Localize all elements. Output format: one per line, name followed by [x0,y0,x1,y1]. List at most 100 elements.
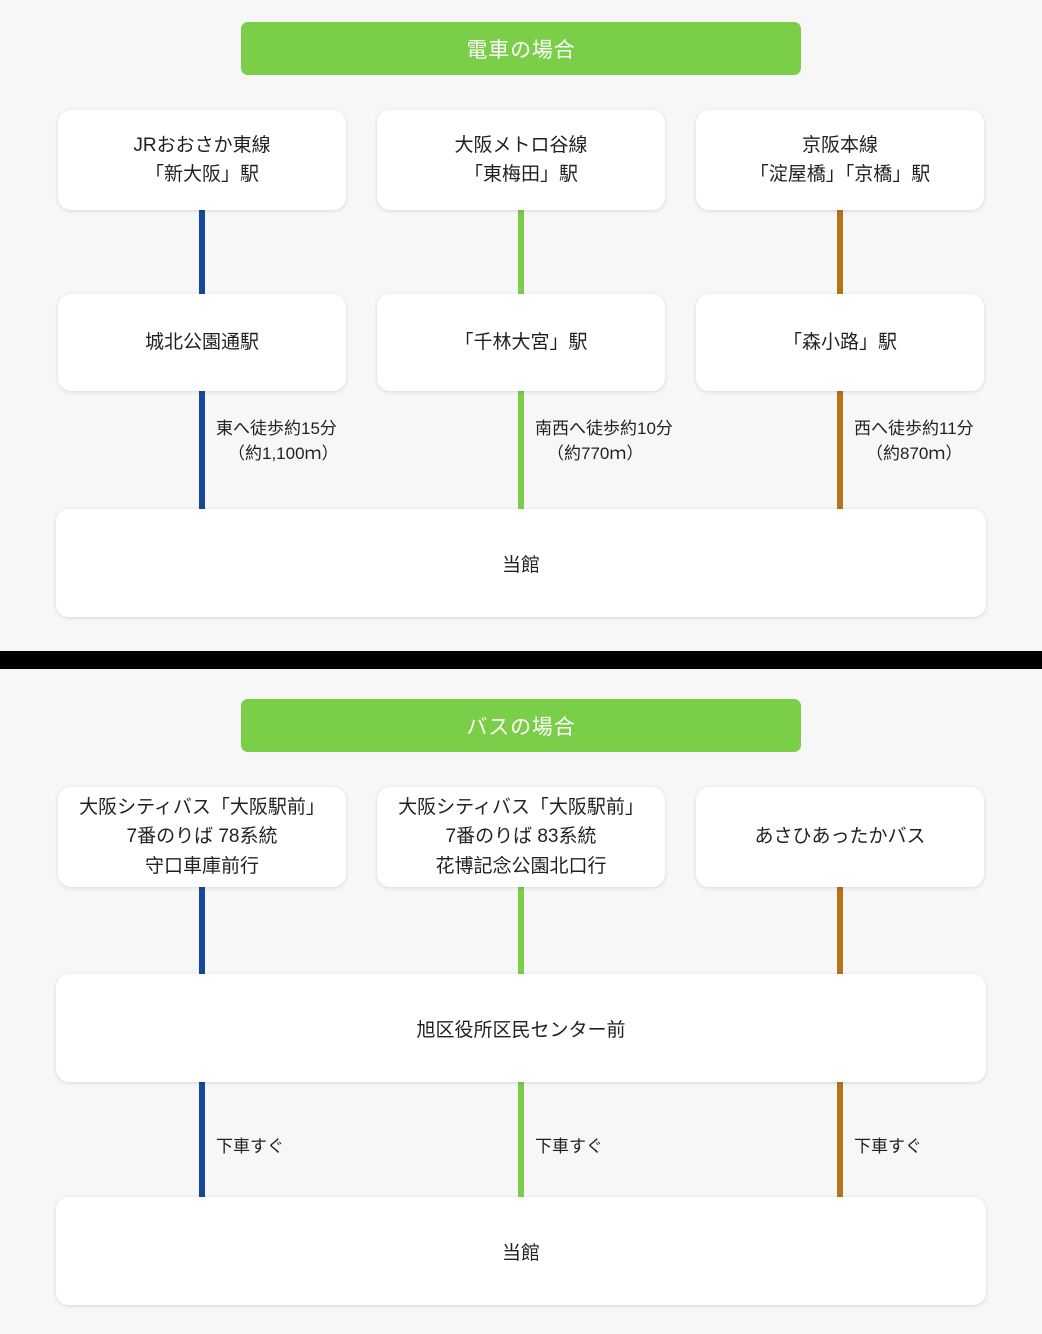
train-origin-card-2[interactable]: 大阪メトロ谷線 「東梅田」駅 [377,110,665,210]
bus-origin-card-3[interactable]: あさひあったかバス [696,787,984,887]
train-connector-col-3 [696,206,984,298]
bus-walk-col-3: 下車すぐ [696,1078,984,1203]
train-transfer-2-label: 「千林大宮」駅 [454,331,588,353]
train-connector-col-2 [377,206,665,298]
train-walk-note-2-duration: 南西へ徒歩約10分 [535,419,673,438]
train-origin-2-line-2: 「東梅田」駅 [463,164,578,185]
bus-origin-2-line-1: 大阪シティバス「大阪駅前」 [398,796,644,818]
train-section-banner: 電車の場合 [241,22,801,75]
bus-rail-3a [837,883,843,978]
train-origin-1-line-1: JRおおさか東線 [133,134,271,156]
bus-rail-1b [199,1078,205,1203]
train-section: 電車の場合 JRおおさか東線 「新大阪」駅 大阪メトロ谷線 「東梅田」駅 京阪本… [0,0,1042,651]
bus-column-2: 大阪シティバス「大阪駅前」 7番のりば 83系統 花博記念公園北口行 [377,787,665,887]
train-column-1: JRおおさか東線 「新大阪」駅 [58,110,346,210]
bus-rail-3b [837,1078,843,1203]
train-connector-row-1 [0,206,1042,298]
bus-walk-col-2: 下車すぐ [377,1078,665,1203]
train-connector-col-1 [58,206,346,298]
train-transfer-card-2[interactable]: 「千林大宮」駅 [377,294,665,391]
bus-destination-card[interactable]: 当館 [56,1197,986,1305]
train-walk-gap-1: 東へ徒歩約15分 （約1,100ｍ） [58,387,346,515]
train-connector-gap-1 [58,206,346,298]
bus-walk-gap-1: 下車すぐ [58,1078,346,1203]
train-transfer-col-1: 城北公園通駅 [58,294,346,391]
bus-connector-gap-1 [58,883,346,978]
bus-origin-1-line-3: 守口車庫前行 [144,855,259,877]
train-origin-3-line-1: 京阪本線 [801,134,878,156]
bus-walk-note-3: 下車すぐ [854,1137,922,1156]
train-connector-gap-3 [696,206,984,298]
bus-origin-card-1[interactable]: 大阪シティバス「大阪駅前」 7番のりば 78系統 守口車庫前行 [58,787,346,887]
bus-column-3: あさひあったかバス [696,787,984,887]
bus-walk-gap-2: 下車すぐ [377,1078,665,1203]
bus-walk-note-1: 下車すぐ [216,1137,284,1156]
bus-origin-2-line-2: 7番のりば 83系統 [445,826,597,848]
bus-origin-1-line-1: 大阪シティバス「大阪駅前」 [79,796,325,818]
train-transfer-card-1[interactable]: 城北公園通駅 [58,294,346,391]
train-transfer-1-label: 城北公園通駅 [144,331,259,353]
section-divider [0,651,1042,669]
train-walk-col-1: 東へ徒歩約15分 （約1,100ｍ） [58,387,346,515]
bus-connector-col-3 [696,883,984,978]
bus-column-1: 大阪シティバス「大阪駅前」 7番のりば 78系統 守口車庫前行 [58,787,346,887]
train-walk-row: 東へ徒歩約15分 （約1,100ｍ） 南西へ徒歩約10分 （約770ｍ） [0,387,1042,515]
bus-rail-2b [518,1078,524,1203]
train-walk-note-1-duration: 東へ徒歩約15分 [216,419,337,438]
bus-origin-1-line-2: 7番のりば 78系統 [126,826,278,848]
train-walk-note-3: 西へ徒歩約11分 （約870ｍ） [854,417,974,466]
train-transfer-col-3: 「森小路」駅 [696,294,984,391]
bus-rail-1a [199,883,205,978]
train-rail-2a [518,206,524,298]
bus-origin-3-line-1: あさひあったかバス [754,826,926,848]
train-walk-col-3: 西へ徒歩約11分 （約870ｍ） [696,387,984,515]
bus-destination-label: 当館 [501,1242,540,1264]
train-transfer-col-2: 「千林大宮」駅 [377,294,665,391]
train-banner-row: 電車の場合 [0,22,1042,75]
train-transfer-card-3[interactable]: 「森小路」駅 [696,294,984,391]
train-origin-2-line-1: 大阪メトロ谷線 [454,134,588,156]
train-walk-gap-2: 南西へ徒歩約10分 （約770ｍ） [377,387,673,515]
train-walk-col-2: 南西へ徒歩約10分 （約770ｍ） [377,387,673,515]
bus-connector-gap-2 [377,883,665,978]
bus-connector-gap-3 [696,883,984,978]
train-origin-card-3[interactable]: 京阪本線 「淀屋橋」「京橋」駅 [696,110,984,210]
train-origin-card-1[interactable]: JRおおさか東線 「新大阪」駅 [58,110,346,210]
train-walk-note-1: 東へ徒歩約15分 （約1,100ｍ） [216,417,339,466]
bus-connector-col-2 [377,883,665,978]
bus-origin-row: 大阪シティバス「大阪駅前」 7番のりば 78系統 守口車庫前行 大阪シティバス「… [0,787,1042,887]
bus-stop-card[interactable]: 旭区役所区民センター前 [56,974,986,1082]
train-column-2: 大阪メトロ谷線 「東梅田」駅 [377,110,665,210]
train-transfer-row: 城北公園通駅 「千林大宮」駅 「森小路」駅 [0,294,1042,391]
bus-walk-row: 下車すぐ 下車すぐ 下車すぐ [0,1078,1042,1203]
train-rail-3b [837,387,843,515]
bus-section-banner: バスの場合 [241,699,801,752]
train-walk-note-2: 南西へ徒歩約10分 （約770ｍ） [535,417,673,466]
bus-origin-card-2[interactable]: 大阪シティバス「大阪駅前」 7番のりば 83系統 花博記念公園北口行 [377,787,665,887]
train-transfer-3-label: 「森小路」駅 [782,331,897,353]
train-origin-3-line-2: 「淀屋橋」「京橋」駅 [749,164,931,185]
bus-connector-row-1 [0,883,1042,978]
train-origin-row: JRおおさか東線 「新大阪」駅 大阪メトロ谷線 「東梅田」駅 京阪本線 「淀屋橋… [0,110,1042,210]
train-walk-gap-3: 西へ徒歩約11分 （約870ｍ） [696,387,984,515]
train-rail-1b [199,387,205,515]
train-origin-1-line-2: 「新大阪」駅 [144,164,259,185]
train-destination-card[interactable]: 当館 [56,509,986,617]
train-rail-2b [518,387,524,515]
bus-rail-2a [518,883,524,978]
train-walk-note-2-distance: （約770ｍ） [547,443,644,463]
train-walk-note-1-distance: （約1,100ｍ） [228,443,339,463]
train-rail-3a [837,206,843,298]
bus-walk-note-2: 下車すぐ [535,1137,603,1156]
bus-stop-label: 旭区役所区民センター前 [416,1019,626,1041]
train-rail-1a [199,206,205,298]
bus-walk-gap-3: 下車すぐ [696,1078,984,1203]
train-column-3: 京阪本線 「淀屋橋」「京橋」駅 [696,110,984,210]
bus-section: バスの場合 大阪シティバス「大阪駅前」 7番のりば 78系統 守口車庫前行 大阪… [0,669,1042,1305]
train-walk-note-3-duration: 西へ徒歩約11分 [854,419,974,438]
bus-banner-row: バスの場合 [0,699,1042,752]
bus-walk-col-1: 下車すぐ [58,1078,346,1203]
bus-connector-col-1 [58,883,346,978]
train-walk-note-3-distance: （約870ｍ） [866,443,963,463]
